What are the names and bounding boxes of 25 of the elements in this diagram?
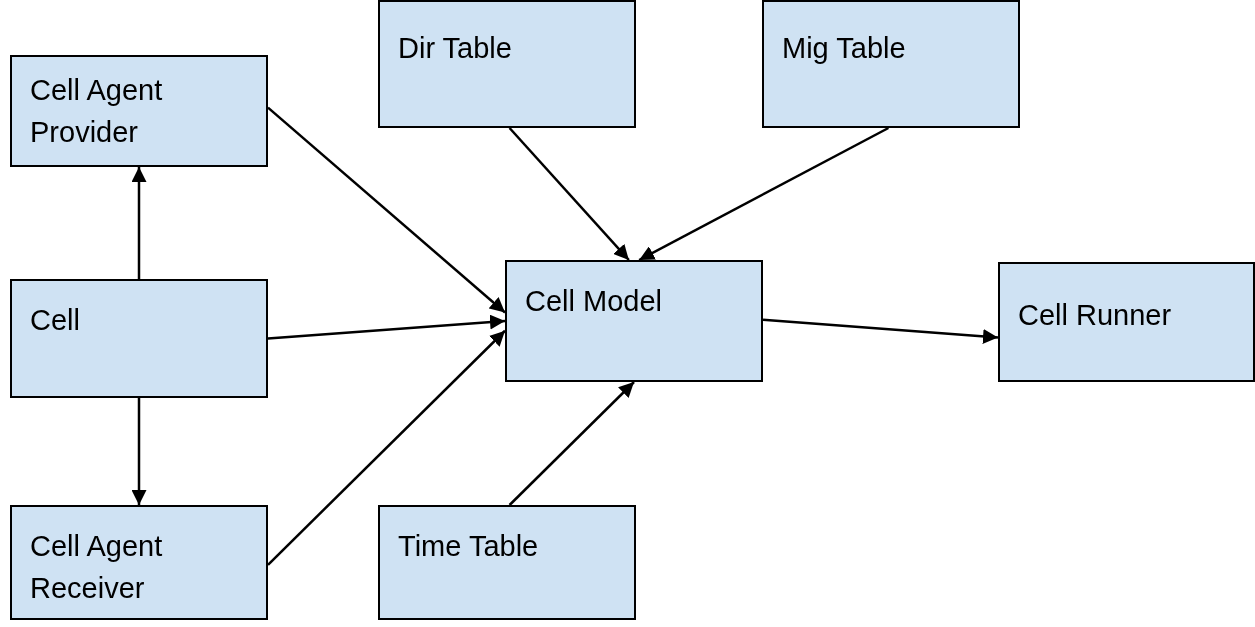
box-label: Cell xyxy=(30,303,80,338)
process-box xyxy=(505,260,763,382)
arrow xyxy=(508,127,630,261)
box-label: Cell Agent Receiver xyxy=(30,529,164,606)
process-box xyxy=(10,55,268,167)
arrow xyxy=(508,381,635,506)
process-box xyxy=(10,279,268,398)
process-box xyxy=(378,505,636,620)
arrow xyxy=(638,126,889,262)
box-label: Cell Agent Provider xyxy=(30,73,164,150)
arrow xyxy=(131,398,147,505)
arrow xyxy=(762,318,999,344)
arrow xyxy=(267,314,506,340)
box-label: Dir Table xyxy=(398,31,512,66)
process-box xyxy=(378,0,636,128)
process-box xyxy=(998,262,1255,382)
box-label: Mig Table xyxy=(782,31,906,66)
box-label: Time Table xyxy=(398,529,539,564)
box-label: Cell Model xyxy=(525,284,662,319)
arrow xyxy=(131,167,147,279)
box-label: Cell Runner xyxy=(1018,298,1172,333)
process-box xyxy=(762,0,1020,128)
arrow xyxy=(267,329,506,566)
process-box xyxy=(10,505,268,620)
arrow xyxy=(267,106,506,314)
